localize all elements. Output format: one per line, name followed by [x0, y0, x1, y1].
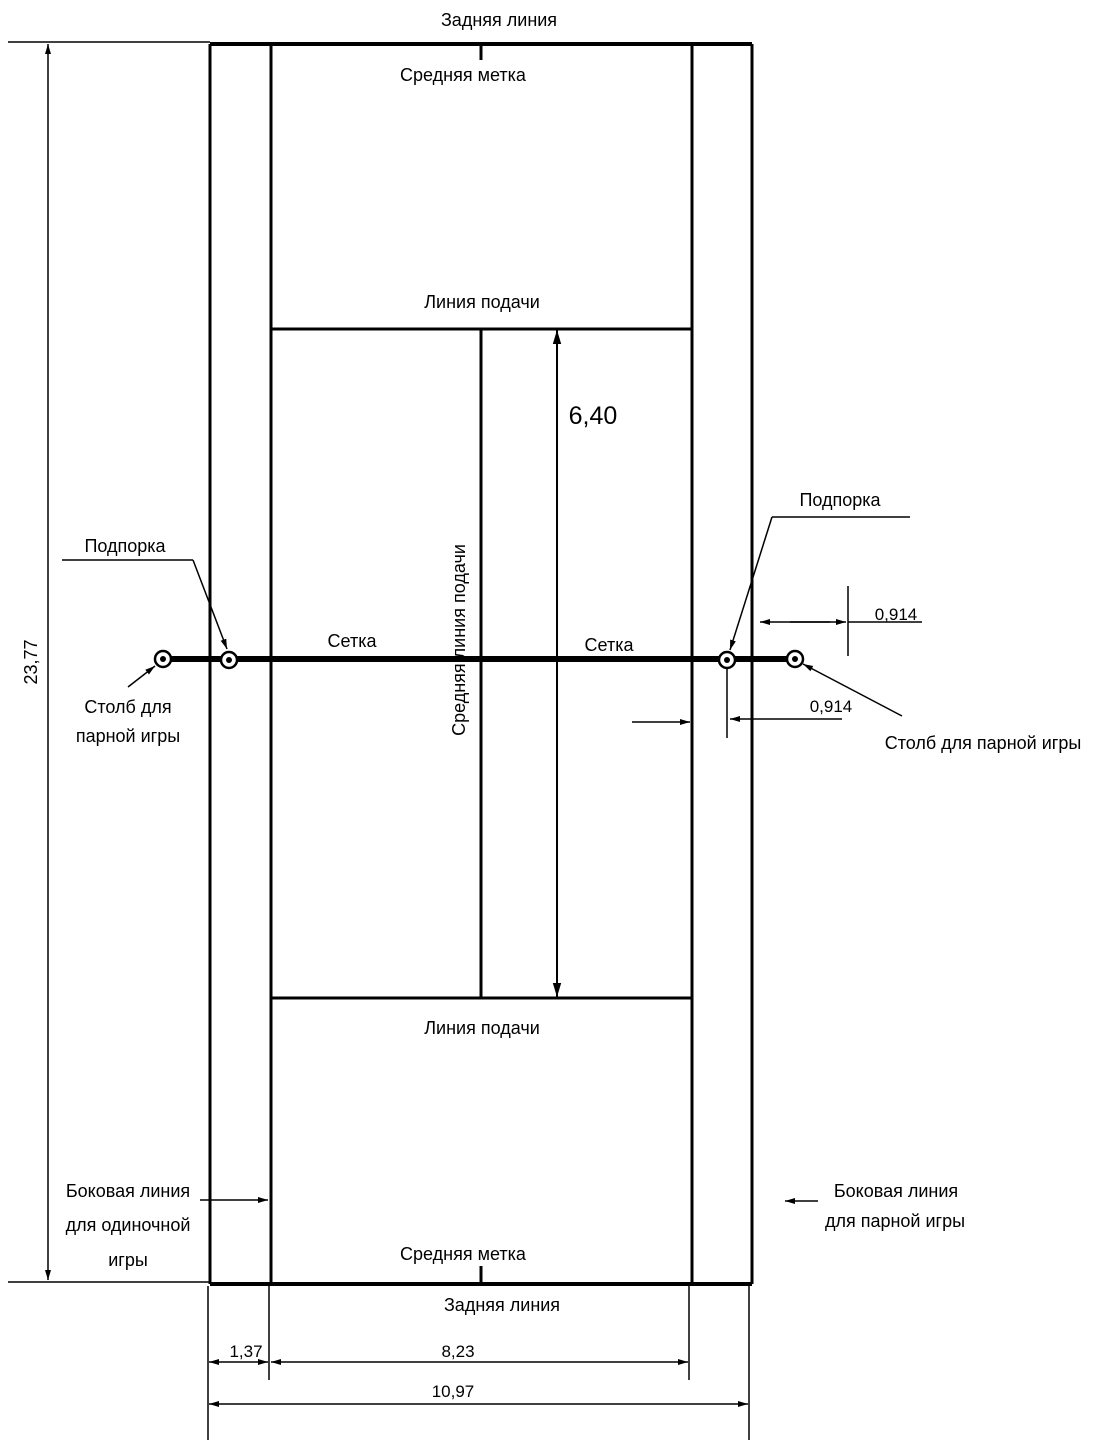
singles-sideline-label-2: для одиночной	[66, 1215, 191, 1235]
court-labels: Задняя линия Средняя метка Линия подачи …	[66, 10, 1082, 1315]
service-line-top-label: Линия подачи	[424, 292, 540, 312]
doubles-post-left-label-2: парной игры	[76, 726, 180, 746]
leader-lines	[62, 516, 910, 1204]
court-outline	[208, 42, 754, 1286]
doubles-sideline-label-2: для парной игры	[825, 1211, 965, 1231]
doubles-sideline-label-1: Боковая линия	[834, 1181, 958, 1201]
prop-right-label: Подпорка	[799, 490, 881, 510]
left-doubles-post	[153, 649, 173, 669]
prop-left-leader	[192, 559, 228, 650]
prop-right-leader	[729, 516, 773, 651]
center-service-line-label: Средняя линия подачи	[449, 544, 469, 736]
service-line-bottom-label: Линия подачи	[424, 1018, 540, 1038]
service-depth-label: 6,40	[569, 402, 618, 430]
doubles-post-right-label: Столб для парной игры	[885, 733, 1082, 753]
net-right-label: Сетка	[585, 635, 635, 655]
net-assembly	[153, 649, 805, 670]
post-left-leader	[127, 665, 156, 688]
singles-sideline-label-3: игры	[108, 1250, 148, 1270]
baseline-bottom-label: Задняя линия	[444, 1295, 560, 1315]
prop-left-label: Подпорка	[84, 536, 166, 556]
right-doubles-post	[785, 649, 805, 669]
baseline-top-label: Задняя линия	[441, 10, 557, 30]
post-offset-top-label: 0,914	[875, 605, 918, 624]
left-prop	[219, 650, 239, 670]
post-right-leader	[802, 663, 903, 717]
dimension-labels: 23,77 6,40 0,914 0,914 1,37 8,23 10,97	[21, 402, 917, 1401]
dimension-lines	[8, 41, 922, 1440]
net-left-label: Сетка	[328, 631, 378, 651]
alley-width-label: 1,37	[229, 1342, 262, 1361]
center-mark-bottom-label: Средняя метка	[400, 1244, 527, 1264]
right-prop	[717, 650, 737, 670]
doubles-post-left-label-1: Столб для	[84, 697, 171, 717]
center-mark-top-label: Средняя метка	[400, 65, 527, 85]
post-offset-bottom-label: 0,914	[810, 697, 853, 716]
court-length-label: 23,77	[21, 639, 41, 684]
doubles-width-label: 10,97	[432, 1382, 475, 1401]
singles-width-label: 8,23	[441, 1342, 474, 1361]
singles-sideline-label-1: Боковая линия	[66, 1181, 190, 1201]
